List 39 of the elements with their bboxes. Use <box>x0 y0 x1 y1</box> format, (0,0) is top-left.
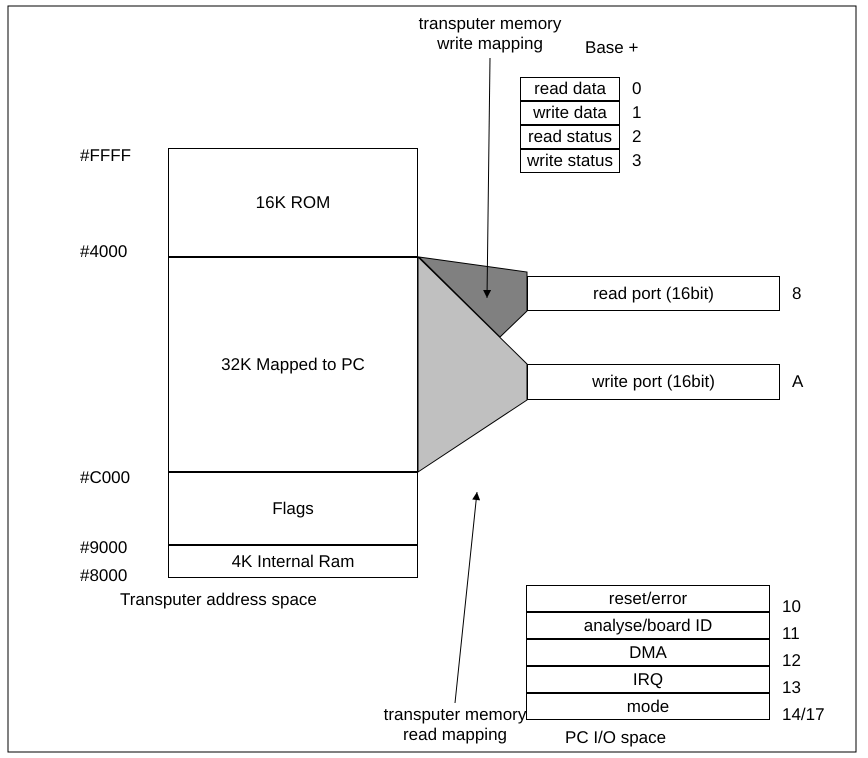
mapping-wedge <box>418 256 528 338</box>
offset-label: 10 <box>782 596 801 616</box>
offset-label: 1 <box>632 103 642 123</box>
memory-region: 4K Internal Ram <box>168 545 418 578</box>
port-box: write port (16bit) <box>527 364 780 400</box>
offset-label: 11 <box>782 624 800 644</box>
memory-region: 32K Mapped to PC <box>168 257 418 472</box>
leader-line <box>454 492 480 704</box>
address-label: #4000 <box>80 242 128 262</box>
offset-label: 3 <box>632 151 642 171</box>
register-row: reset/error <box>526 585 770 612</box>
memory-region: 16K ROM <box>168 148 418 257</box>
caption: PC I/O space <box>565 728 666 748</box>
offset-label: 12 <box>782 650 801 670</box>
address-label: #9000 <box>80 538 128 558</box>
offset-label: 0 <box>632 79 642 99</box>
register-row: analyse/board ID <box>526 612 770 639</box>
offset-heading: Base + <box>585 38 638 58</box>
address-label: #C000 <box>80 468 130 488</box>
register-row: write status <box>520 149 620 173</box>
leader-line <box>483 58 492 298</box>
mapping-wedge <box>418 256 528 473</box>
register-row: DMA <box>526 639 770 666</box>
offset-label: 14/17 <box>782 704 825 724</box>
port-box: read port (16bit) <box>527 276 780 311</box>
offset-label: 13 <box>782 678 801 698</box>
register-row: IRQ <box>526 666 770 693</box>
callout-text: transputer memory write mapping <box>405 14 575 54</box>
register-row: read data <box>520 77 620 101</box>
memory-region: Flags <box>168 472 418 545</box>
register-row: read status <box>520 125 620 149</box>
caption: Transputer address space <box>120 590 317 610</box>
address-label: #8000 <box>80 566 128 586</box>
offset-label: 2 <box>632 127 642 147</box>
address-label: #FFFF <box>80 146 131 166</box>
register-row: mode <box>526 693 770 720</box>
register-row: write data <box>520 101 620 125</box>
offset-label: 8 <box>792 284 802 304</box>
offset-label: A <box>792 372 804 392</box>
